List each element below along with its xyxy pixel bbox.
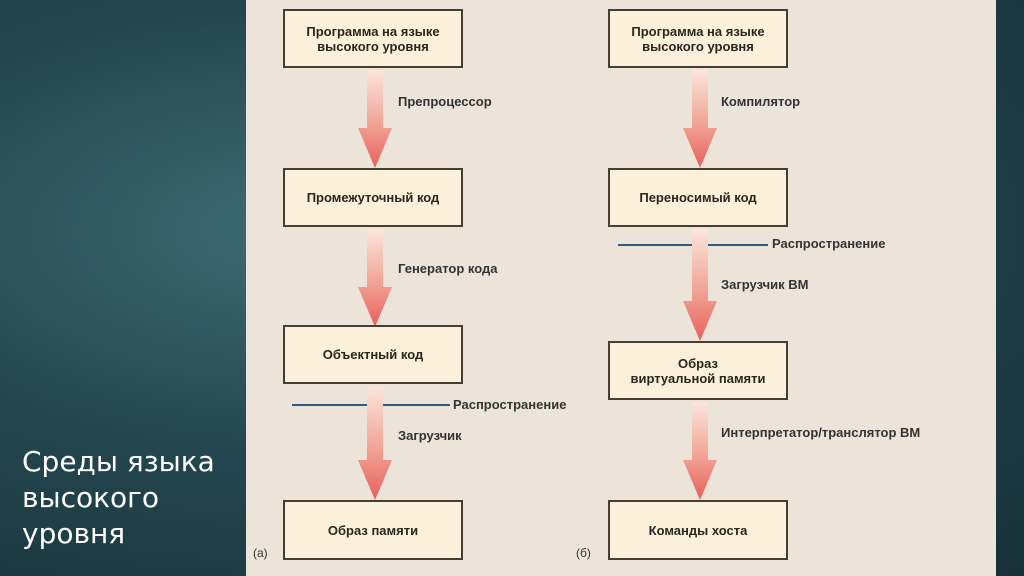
box-line: Программа на языке xyxy=(631,23,765,39)
box-b-virtual-memory-image: Образ виртуальной памяти xyxy=(608,341,788,400)
slide-title-line: высокого xyxy=(22,481,160,514)
box-line: Объектный код xyxy=(322,347,424,362)
panel-label-a: (а) xyxy=(253,546,268,560)
box-line: Образ xyxy=(678,355,718,371)
distribution-label-b: Распространение xyxy=(772,236,886,251)
box-line: Образ памяти xyxy=(327,522,419,538)
box-line: Промежуточный код xyxy=(306,190,440,205)
diagram-panel: Программа на языке высокого уровня Препр… xyxy=(246,0,996,576)
box-a-memory-image: Образ памяти xyxy=(283,500,463,560)
step-label-loader: Загрузчик xyxy=(398,428,462,443)
box-line: Команды хоста xyxy=(648,522,748,538)
arrow-a-2 xyxy=(358,229,392,327)
slide-title: Среды языка высокого уровня xyxy=(22,444,242,552)
panel-label-b: (б) xyxy=(576,546,591,560)
slide-title-line: Среды языка xyxy=(22,445,215,478)
arrow-a-3 xyxy=(358,386,392,500)
box-line: виртуальной памяти xyxy=(630,370,766,386)
box-b-portable-code: Переносимый код xyxy=(608,168,788,227)
box-b-host-instructions: Команды хоста xyxy=(608,500,788,560)
step-label-preprocessor: Препроцессор xyxy=(398,94,492,109)
arrow-b-3 xyxy=(683,402,717,500)
box-a-source-program: Программа на языке высокого уровня xyxy=(283,9,463,68)
step-label-code-generator: Генератор кода xyxy=(398,261,498,276)
step-label-compiler: Компилятор xyxy=(721,94,801,109)
box-a-object-code: Объектный код xyxy=(283,325,463,384)
step-label-vm-loader: Загрузчик ВМ xyxy=(721,277,809,292)
box-a-intermediate-code: Промежуточный код xyxy=(283,168,463,227)
step-label-vm-interpreter: Интерпретатор/транслятор ВМ xyxy=(721,425,921,440)
box-line: высокого уровня xyxy=(642,38,754,54)
arrow-a-1 xyxy=(358,70,392,168)
box-b-source-program: Программа на языке высокого уровня xyxy=(608,9,788,68)
arrow-b-2 xyxy=(683,229,717,341)
box-line: Программа на языке xyxy=(306,23,440,39)
box-line: Переносимый код xyxy=(639,190,757,205)
distribution-label-a: Распространение xyxy=(453,397,567,412)
box-line: высокого уровня xyxy=(317,38,429,54)
arrow-b-1 xyxy=(683,70,717,168)
slide-title-line: уровня xyxy=(22,517,126,550)
